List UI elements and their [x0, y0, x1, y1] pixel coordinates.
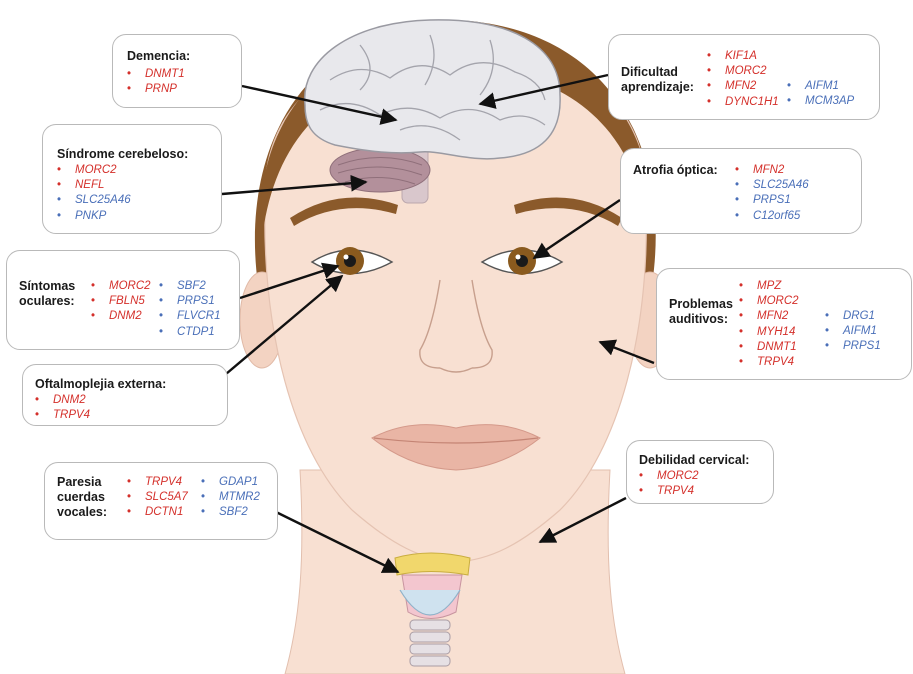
box-title: Oftalmoplejia externa:: [35, 377, 166, 392]
gene-list: MFN2 SLC25A46 PRPS1 C12orf65: [735, 163, 809, 224]
box-title-text: Dificultad aprendizaje:: [621, 65, 694, 94]
box-atrofia-optica: Atrofia óptica: MFN2 SLC25A46 PRPS1 C12o…: [620, 148, 862, 234]
gene-item: PNKP: [57, 209, 131, 224]
box-title: Problemas auditivos:: [669, 297, 741, 327]
box-title: Paresia cuerdas vocales:: [57, 475, 119, 520]
gene-item: MFN2: [735, 163, 809, 178]
gene-item: TRPV4: [127, 475, 188, 490]
gene-list-red: TRPV4 SLC5A7 DCTN1: [127, 475, 188, 521]
gene-item: TRPV4: [35, 408, 90, 423]
gene-item: PRNP: [127, 82, 185, 97]
gene-list-red: MORC2 FBLN5 DNM2: [91, 279, 151, 325]
gene-list: DNMT1 PRNP: [127, 67, 185, 97]
gene-item: DYNC1H1: [707, 95, 779, 110]
gene-item: PRPS1: [735, 193, 809, 208]
gene-item: SLC5A7: [127, 490, 188, 505]
gene-item: MTMR2: [201, 490, 260, 505]
box-oftalmoplejia-externa: Oftalmoplejia externa: DNM2 TRPV4: [22, 364, 228, 426]
box-paresia-cuerdas-vocales: Paresia cuerdas vocales: TRPV4 SLC5A7 DC…: [44, 462, 278, 540]
box-title: Atrofia óptica:: [633, 163, 718, 178]
gene-item: DNM2: [35, 393, 90, 408]
box-problemas-auditivos: Problemas auditivos: MPZ MORC2 MFN2 MYH1…: [656, 268, 912, 380]
box-dificultad-aprendizaje: Dificultad aprendizaje: KIF1A MORC2 MFN2…: [608, 34, 880, 120]
gene-item: FBLN5: [91, 294, 151, 309]
gene-item: DCTN1: [127, 505, 188, 520]
gene-item: TRPV4: [739, 355, 799, 370]
gene-item: NEFL: [57, 178, 131, 193]
gene-item: MCM3AP: [787, 94, 854, 109]
gene-item: MFN2: [707, 79, 779, 94]
gene-item: MYH14: [739, 325, 799, 340]
gene-list-blue: GDAP1 MTMR2 SBF2: [201, 475, 260, 521]
box-title-text: Problemas auditivos:: [669, 297, 733, 326]
gene-list-blue: AIFM1 MCM3AP: [787, 79, 854, 109]
gene-item: SBF2: [201, 505, 260, 520]
gene-list-red: MPZ MORC2 MFN2 MYH14 DNMT1 TRPV4: [739, 279, 799, 370]
box-title: Síndrome cerebeloso:: [57, 147, 188, 162]
gene-item: FLVCR1: [159, 309, 220, 324]
gene-list-blue: SBF2 PRPS1 FLVCR1 CTDP1: [159, 279, 220, 340]
box-title-text: Síntomas oculares:: [19, 279, 75, 308]
gene-list: MORC2 TRPV4: [639, 469, 699, 499]
gene-item: C12orf65: [735, 209, 809, 224]
gene-item: MORC2: [91, 279, 151, 294]
box-demencia: Demencia: DNMT1 PRNP: [112, 34, 242, 108]
gene-item: SLC25A46: [57, 193, 131, 208]
gene-item: MORC2: [639, 469, 699, 484]
gene-list-red: KIF1A MORC2 MFN2 DYNC1H1: [707, 49, 779, 110]
gene-item: DNMT1: [127, 67, 185, 82]
gene-list-blue: DRG1 AIFM1 PRPS1: [825, 309, 881, 355]
box-title: Demencia:: [127, 49, 190, 64]
gene-item: KIF1A: [707, 49, 779, 64]
gene-item: SLC25A46: [735, 178, 809, 193]
cerebellum: [330, 148, 430, 192]
gene-item: AIFM1: [825, 324, 881, 339]
gene-list: DNM2 TRPV4: [35, 393, 90, 423]
gene-item: AIFM1: [787, 79, 854, 94]
gene-item: GDAP1: [201, 475, 260, 490]
gene-item: PRPS1: [159, 294, 220, 309]
gene-item: CTDP1: [159, 325, 220, 340]
box-debilidad-cervical: Debilidad cervical: MORC2 TRPV4: [626, 440, 774, 504]
gene-item: MPZ: [739, 279, 799, 294]
box-sindrome-cerebeloso: Síndrome cerebeloso: MORC2 NEFL SLC25A46…: [42, 124, 222, 234]
gene-item: SBF2: [159, 279, 220, 294]
gene-item: DRG1: [825, 309, 881, 324]
gene-item: TRPV4: [639, 484, 699, 499]
gene-item: PRPS1: [825, 339, 881, 354]
gene-item: MORC2: [707, 64, 779, 79]
gene-item: MFN2: [739, 309, 799, 324]
gene-item: DNM2: [91, 309, 151, 324]
gene-item: MORC2: [57, 163, 131, 178]
gene-list: MORC2 NEFL SLC25A46 PNKP: [57, 163, 131, 224]
gene-item: MORC2: [739, 294, 799, 309]
box-title: Debilidad cervical:: [639, 453, 749, 468]
box-title: Síntomas oculares:: [19, 279, 81, 309]
box-title: Dificultad aprendizaje:: [621, 65, 716, 95]
gene-item: DNMT1: [739, 340, 799, 355]
box-title-text: Paresia cuerdas vocales:: [57, 475, 107, 519]
box-sintomas-oculares: Síntomas oculares: MORC2 FBLN5 DNM2 SBF2…: [6, 250, 240, 350]
